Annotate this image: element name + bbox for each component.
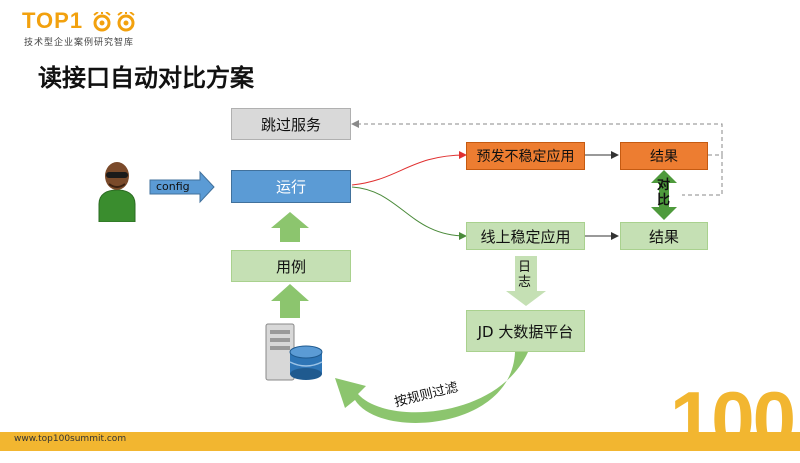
compare-label-line1: 对 — [657, 178, 671, 193]
filter-curved-arrow — [335, 352, 528, 423]
result-bottom-box: 结果 — [620, 222, 708, 250]
run-box: 运行 — [231, 170, 351, 203]
footer-big-number: 100 — [669, 375, 796, 463]
footer-url: www.top100summit.com — [14, 434, 127, 444]
online-stable-box: 线上稳定应用 — [466, 222, 585, 250]
skip-feedback-dashed-line — [352, 124, 723, 196]
logo-brand: TOP1 — [22, 8, 142, 34]
footer-bar — [0, 432, 800, 451]
config-label: config — [156, 180, 190, 193]
server-to-usecase-up-arrow — [271, 284, 309, 318]
server-database-icon — [265, 323, 323, 381]
diagram-connectors — [149, 0, 723, 423]
compare-label: 对 比 — [657, 178, 670, 208]
page-title: 读接口自动对比方案 — [38, 64, 254, 92]
user-avatar-icon — [98, 162, 136, 222]
use-case-box: 用例 — [231, 250, 351, 282]
run-to-online-arrow — [351, 186, 467, 240]
compare-double-arrow — [651, 170, 677, 220]
config-arrow — [149, 170, 215, 204]
logo-eyes-icon — [93, 11, 135, 32]
compare-label-line2: 比 — [657, 193, 671, 208]
skip-service-box: 跳过服务 — [231, 108, 351, 140]
log-label-line1: 日 — [518, 260, 532, 275]
result-top-box: 结果 — [620, 142, 708, 170]
log-down-arrow — [506, 256, 546, 306]
logo-subtitle: 技术型企业案例研究智库 — [24, 38, 135, 48]
log-label: 日 志 — [518, 260, 531, 290]
log-label-line2: 志 — [518, 275, 532, 290]
logo-brand-text: TOP1 — [22, 8, 84, 33]
pre-release-unstable-box: 预发不稳定应用 — [466, 142, 585, 170]
usecase-to-run-up-arrow — [271, 212, 309, 242]
bigdata-platform-box: JD 大数据平台 — [466, 310, 585, 352]
run-to-prerelease-arrow — [351, 151, 467, 186]
